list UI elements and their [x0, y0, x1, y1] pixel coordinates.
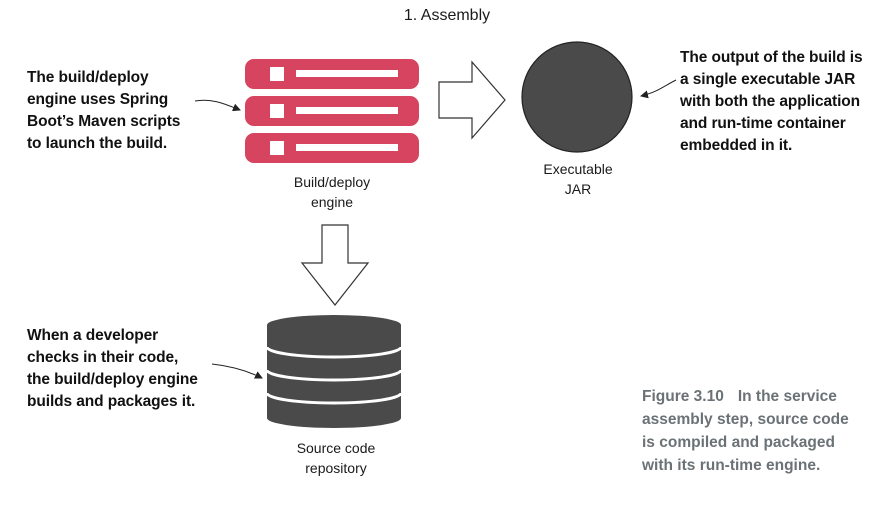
note-build-engine: The build/deploy engine uses Spring Boot… — [27, 69, 181, 152]
server-unit — [245, 133, 419, 163]
repository-icon — [265, 315, 403, 428]
build-engine-icon — [245, 59, 419, 163]
callout-connector — [640, 79, 677, 99]
arrow-to-jar — [438, 60, 506, 140]
arrow-to-repo — [300, 224, 370, 306]
callout-connector — [194, 99, 241, 112]
label-jar: Executable JAR — [543, 161, 613, 197]
server-unit — [245, 59, 419, 89]
jar-icon — [521, 41, 633, 153]
server-unit — [245, 96, 419, 126]
figure-number: Figure 3.10 — [642, 388, 724, 405]
label-engine: Build/deploy engine — [293, 174, 371, 210]
callout-connector — [211, 363, 263, 379]
note-checkin: When a developer checks in their code, t… — [27, 327, 198, 410]
step-title: 1. Assembly — [403, 7, 491, 24]
note-output: The output of the build is a single exec… — [680, 49, 863, 154]
label-repo: Source code repository — [296, 440, 376, 476]
